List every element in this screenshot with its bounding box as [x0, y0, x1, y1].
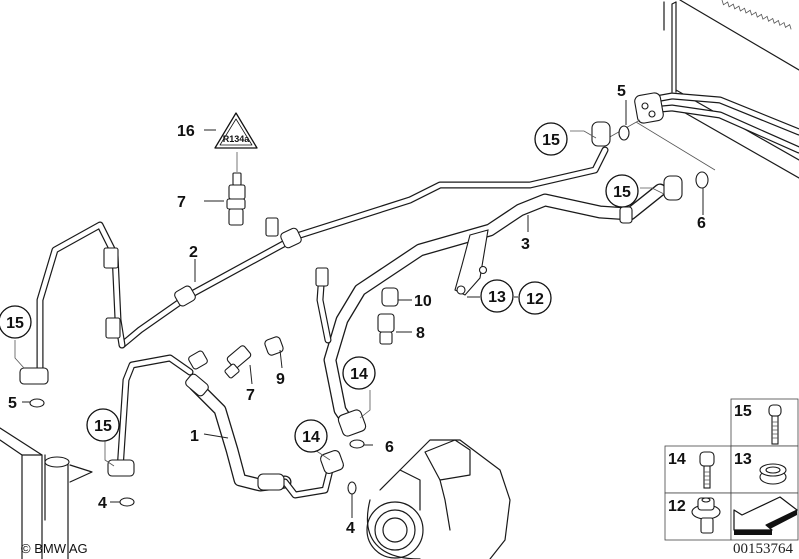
- svg-text:12: 12: [526, 291, 544, 308]
- o-ring-6-mid: [349, 439, 365, 449]
- callout-16: 16: [177, 123, 195, 140]
- pressure-switch-11: [226, 172, 246, 226]
- callout-5-top: 5: [617, 83, 626, 100]
- legend-cell-14: [664, 445, 732, 494]
- callout-14-upper: 14: [342, 356, 376, 390]
- copyright: © BMW AG: [21, 541, 88, 556]
- legend-label-14: 14: [668, 451, 686, 468]
- bolt-long-icon: [768, 404, 782, 445]
- flange-nut-icon: [691, 497, 721, 534]
- flange-left: [19, 367, 49, 385]
- callout-14-lower: 14: [294, 419, 328, 453]
- condenser: [663, 0, 799, 179]
- callout-7: 7: [246, 387, 255, 404]
- o-ring-4-left: [119, 497, 135, 507]
- callout-6-right: 6: [697, 215, 706, 232]
- service-valve-7: [224, 345, 252, 379]
- svg-text:15: 15: [94, 418, 112, 435]
- callout-4-left: 4: [98, 495, 107, 512]
- callout-9: 9: [276, 371, 285, 388]
- hardware-legend: 15 14 13 12: [664, 398, 799, 541]
- valve-cap-10: [381, 287, 399, 307]
- condenser-flange: [634, 92, 664, 124]
- callout-8: 8: [416, 325, 425, 342]
- valve-cap-9: [264, 336, 284, 356]
- svg-text:14: 14: [302, 429, 320, 446]
- grommet-icon: [759, 463, 787, 485]
- legend-label-15: 15: [734, 403, 752, 420]
- legend-label-12: 12: [668, 498, 686, 515]
- callout-15-left: 15: [0, 305, 32, 339]
- refrigerant-line-1: [107, 350, 344, 499]
- service-valve-8: [377, 313, 395, 345]
- callout-15-mid: 15: [605, 174, 639, 208]
- o-ring-5-top: [618, 125, 630, 141]
- receiver-dryer: [0, 427, 93, 559]
- flange-mid: [663, 175, 683, 201]
- callout-12: 12: [518, 281, 552, 315]
- refrigerant-line-2: [36, 146, 609, 376]
- callout-15-top: 15: [534, 122, 568, 156]
- callout-15-bottom: 15: [86, 408, 120, 442]
- legend-cell-15: [730, 398, 799, 447]
- direction-arrow-icon: [733, 496, 798, 535]
- svg-text:15: 15: [6, 315, 24, 332]
- o-ring-4-mid: [347, 481, 357, 495]
- callout-6-mid: 6: [385, 439, 394, 456]
- o-ring-6-right: [695, 171, 709, 189]
- callout-13: 13: [480, 279, 514, 313]
- warning-label-16: R134a: [214, 112, 258, 149]
- flange-top: [591, 121, 611, 147]
- compressor: [366, 439, 511, 559]
- socket-head-bolt-icon: [699, 451, 715, 489]
- o-ring-5-left: [29, 398, 45, 408]
- refrigerant-line-3: [315, 183, 667, 437]
- svg-text:15: 15: [542, 132, 560, 149]
- callout-2: 2: [189, 244, 198, 261]
- legend-label-13: 13: [734, 451, 752, 468]
- svg-text:15: 15: [613, 184, 631, 201]
- callout-3: 3: [521, 236, 530, 253]
- callout-4-mid: 4: [346, 520, 355, 537]
- warning-label-text: R134a: [223, 134, 251, 144]
- callout-11: 7: [177, 194, 186, 211]
- callout-5-left: 5: [8, 395, 17, 412]
- svg-text:13: 13: [488, 289, 506, 306]
- svg-text:14: 14: [350, 366, 368, 383]
- callout-1: 1: [190, 428, 199, 445]
- callout-10: 10: [414, 293, 432, 310]
- leader-lines: [14, 100, 704, 518]
- document-number: 00153764: [733, 541, 794, 557]
